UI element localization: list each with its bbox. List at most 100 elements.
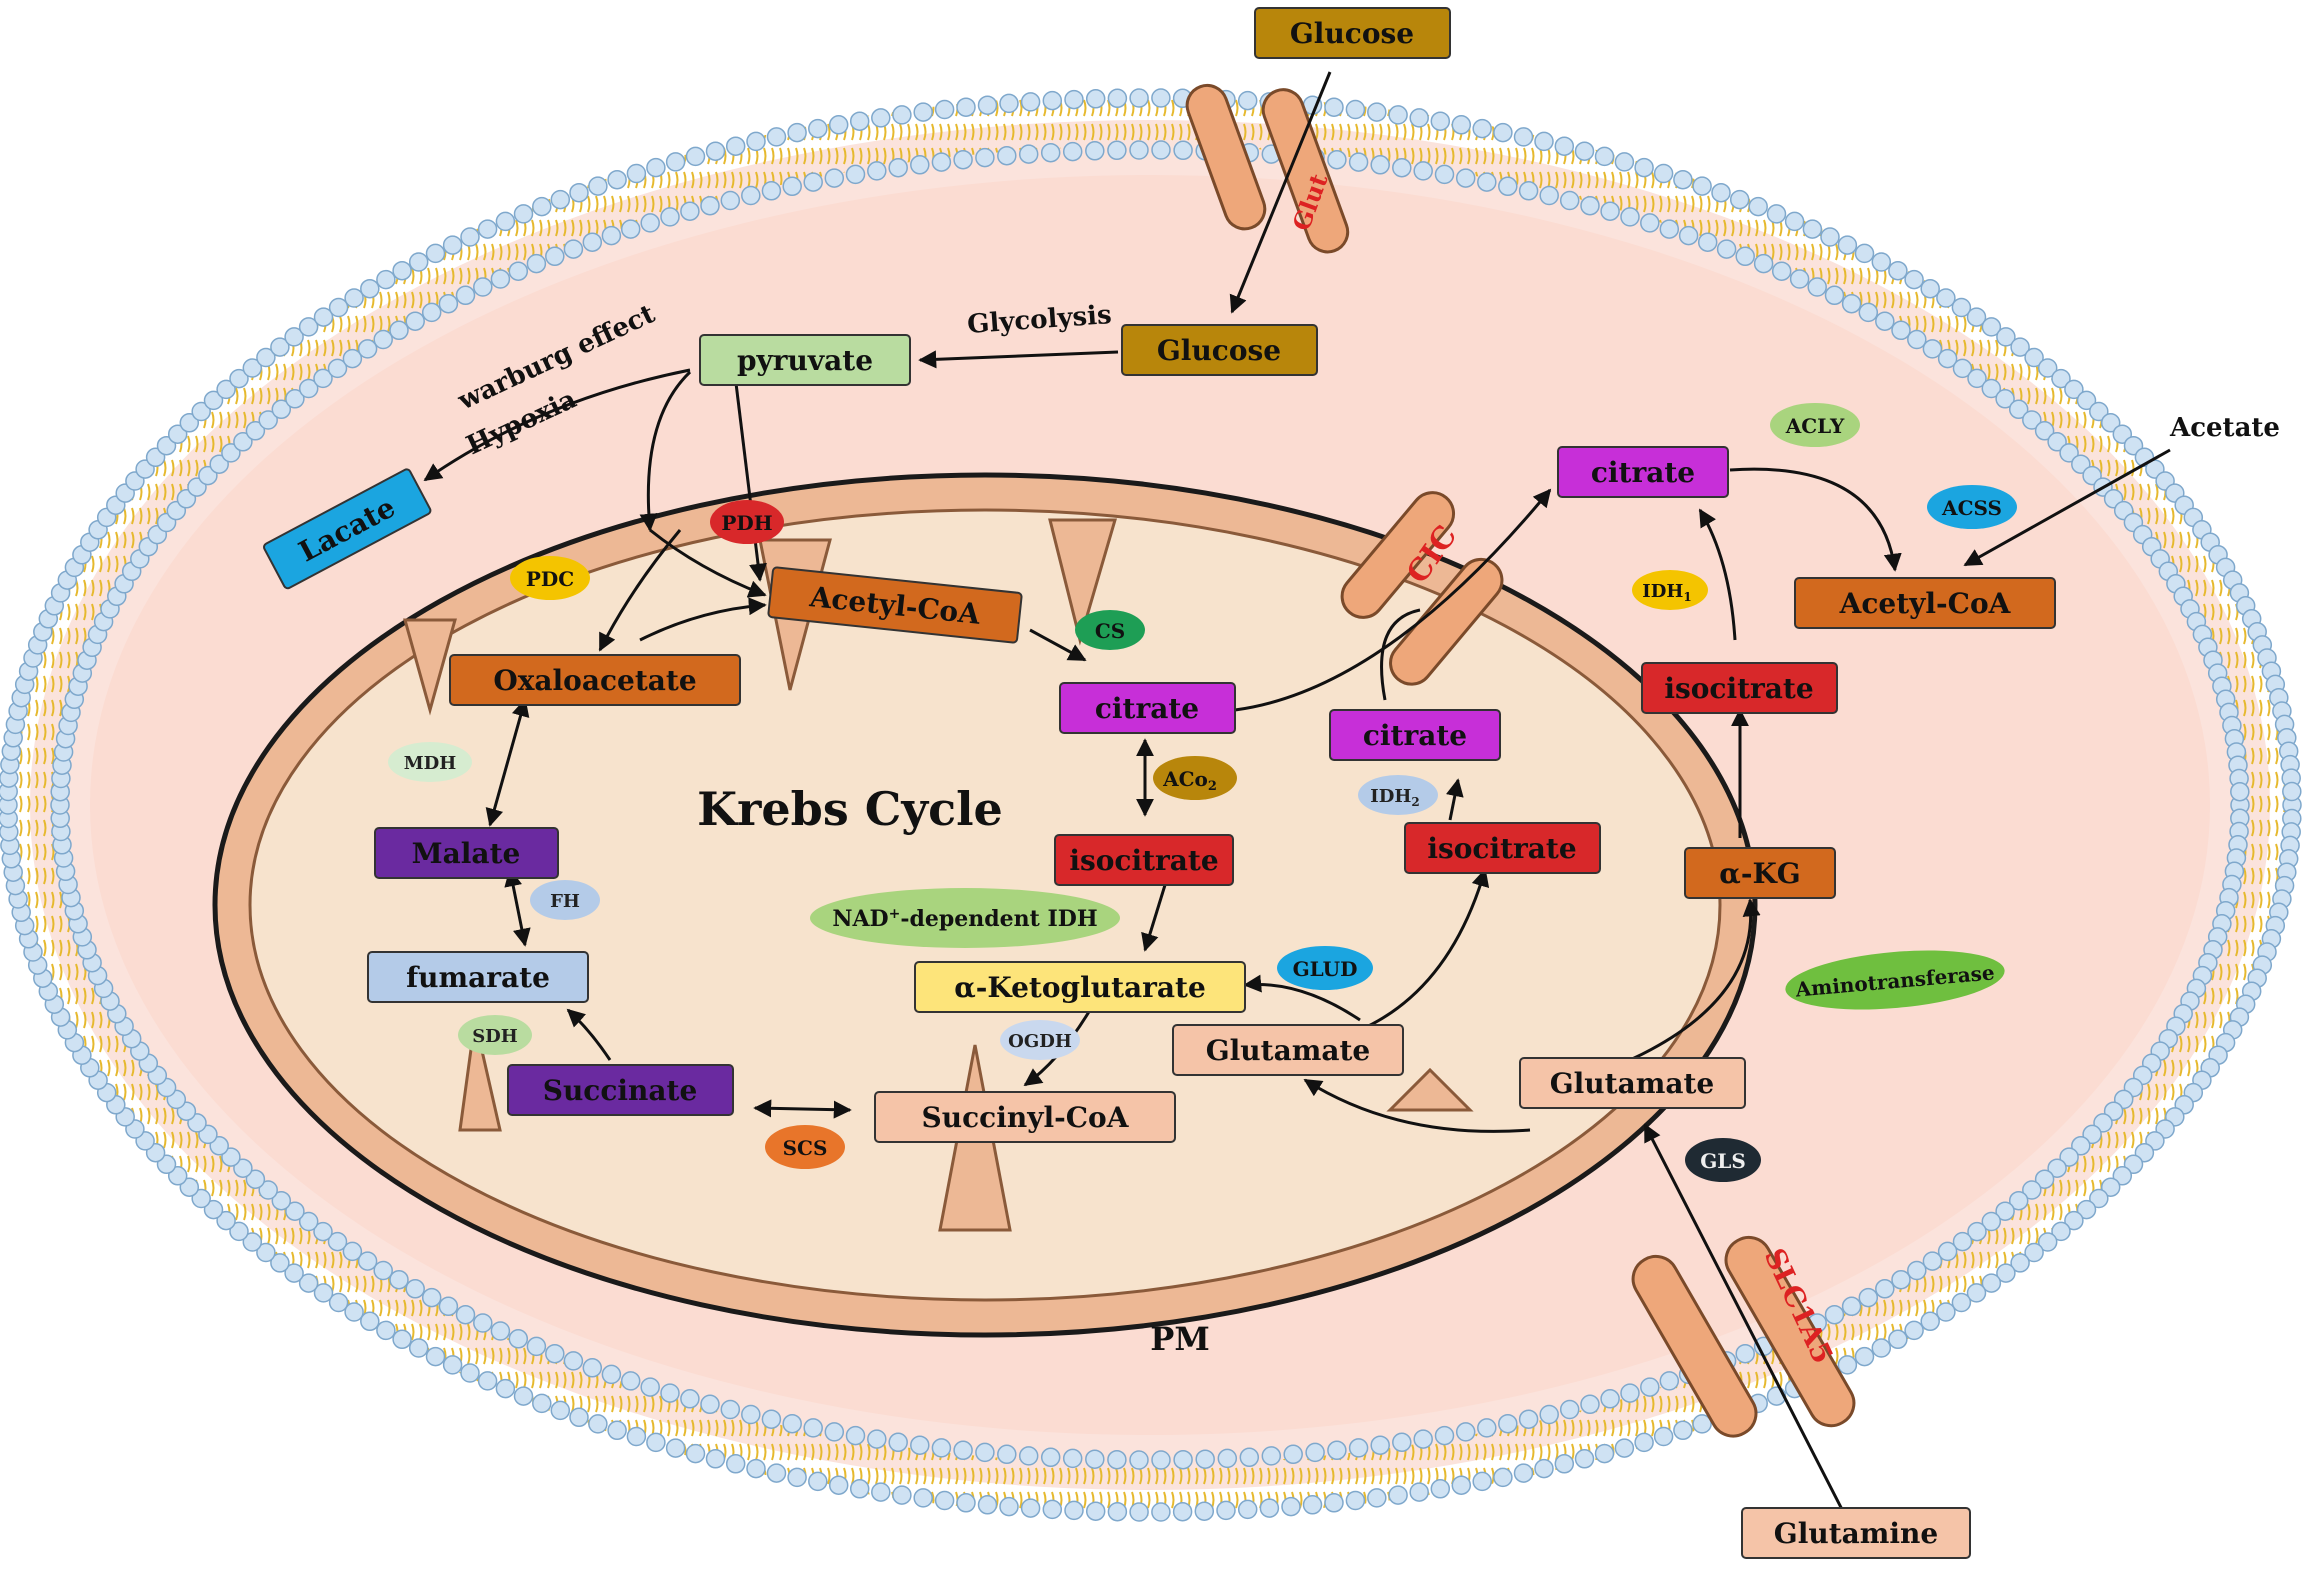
lipid-head bbox=[1477, 172, 1497, 192]
lipid-head bbox=[725, 136, 746, 156]
svg-text:fumarate: fumarate bbox=[406, 961, 550, 994]
lipid-head bbox=[787, 122, 807, 143]
lipid-head bbox=[1692, 176, 1712, 196]
lipid-head bbox=[1195, 1449, 1215, 1469]
svg-text:isocitrate: isocitrate bbox=[1427, 832, 1576, 865]
lipid-head bbox=[1173, 1449, 1193, 1470]
lipid-head bbox=[746, 131, 766, 152]
lipid-head bbox=[1151, 1450, 1171, 1470]
svg-text:Glutamate: Glutamate bbox=[1550, 1067, 1715, 1100]
lipid-head bbox=[327, 358, 348, 379]
lipid-head bbox=[1472, 1471, 1492, 1492]
lipid-head bbox=[1172, 1501, 1193, 1522]
lipid-head bbox=[421, 1287, 442, 1308]
lipid-head bbox=[2010, 337, 2030, 357]
lipid-head bbox=[1854, 1346, 1875, 1367]
lipid-head bbox=[1952, 1231, 1973, 1252]
svg-text:pyruvate: pyruvate bbox=[737, 344, 873, 377]
lipid-head bbox=[2089, 1188, 2109, 1209]
lipid-head bbox=[438, 1296, 459, 1317]
lipid-head bbox=[646, 157, 666, 178]
lipid-head bbox=[977, 1495, 998, 1515]
lipid-head bbox=[2059, 1147, 2079, 1167]
lipid-head bbox=[313, 368, 333, 389]
lipid-head bbox=[1837, 1355, 1858, 1375]
lipid-head bbox=[1388, 105, 1408, 125]
node-glucose-in: Glucose bbox=[1121, 324, 1318, 376]
lipid-head bbox=[725, 1454, 746, 1474]
lipid-head bbox=[442, 235, 463, 255]
lipid-head bbox=[828, 1475, 849, 1495]
lipid-head bbox=[1129, 88, 1149, 108]
lipid-head bbox=[1937, 348, 1958, 369]
lipid-head bbox=[1697, 232, 1718, 252]
lipid-head bbox=[892, 105, 912, 125]
lipid-head bbox=[408, 252, 429, 272]
node-succinyl-coa: Succinyl-CoA bbox=[874, 1091, 1176, 1143]
lipid-head bbox=[782, 1413, 802, 1434]
lipid-head bbox=[1673, 169, 1693, 190]
lipid-head bbox=[1614, 152, 1635, 172]
lipid-head bbox=[849, 111, 870, 131]
lipid-head bbox=[956, 97, 976, 117]
lipid-head bbox=[700, 195, 720, 216]
lipid-head bbox=[1020, 1498, 1041, 1518]
lipid-head bbox=[1907, 329, 1927, 350]
lipid-head bbox=[1967, 1221, 1987, 1242]
lipid-head bbox=[545, 1343, 565, 1364]
lipid-head bbox=[1858, 1287, 1879, 1308]
lipid-head bbox=[389, 1269, 409, 1290]
lipid-head bbox=[2037, 358, 2058, 378]
lipid-head bbox=[1824, 1304, 1845, 1325]
lipid-head bbox=[997, 145, 1017, 166]
lipid-head bbox=[2010, 1253, 2030, 1273]
lipid-head bbox=[1173, 140, 1193, 161]
lipid-head bbox=[1891, 320, 1911, 341]
lipid-head bbox=[313, 1221, 333, 1242]
enzyme-idh1: IDH1 bbox=[1632, 570, 1708, 610]
svg-text:NAD+-dependent IDH: NAD+-dependent IDH bbox=[832, 906, 1097, 932]
lipid-head bbox=[1600, 201, 1620, 221]
lipid-head bbox=[1539, 185, 1559, 206]
lipid-head bbox=[871, 108, 891, 128]
acetate-label: Acetate bbox=[2169, 413, 2280, 443]
svg-text:SDH: SDH bbox=[472, 1026, 518, 1047]
lipid-head bbox=[867, 161, 887, 181]
lipid-head bbox=[1888, 260, 1908, 281]
svg-text:Glucose: Glucose bbox=[1290, 17, 1414, 50]
lipid-head bbox=[563, 239, 584, 259]
lipid-head bbox=[1729, 189, 1750, 210]
lipid-head bbox=[1151, 88, 1171, 108]
lipid-head bbox=[1217, 1448, 1238, 1469]
lipid-head bbox=[438, 293, 459, 314]
lipid-head bbox=[845, 1425, 866, 1446]
svg-text:Malate: Malate bbox=[412, 837, 521, 870]
lipid-head bbox=[1888, 1329, 1908, 1350]
node-glucose-out: Glucose bbox=[1254, 7, 1451, 59]
lipid-head bbox=[1477, 1418, 1497, 1438]
lipid-head bbox=[1305, 1442, 1325, 1463]
lipid-head bbox=[1151, 140, 1171, 160]
lipid-head bbox=[931, 1438, 952, 1458]
lipid-head bbox=[1040, 1447, 1061, 1468]
svg-text:PDC: PDC bbox=[526, 567, 574, 591]
lipid-head bbox=[665, 1438, 686, 1458]
lipid-head bbox=[588, 1414, 608, 1434]
enzyme-acss: ACSS bbox=[1927, 485, 2017, 529]
lipid-head bbox=[1753, 253, 1774, 274]
lipid-head bbox=[373, 1260, 393, 1281]
lipid-head bbox=[803, 1418, 823, 1438]
lipid-head bbox=[477, 1371, 498, 1391]
lipid-head bbox=[1966, 307, 1987, 327]
lipid-head bbox=[1518, 181, 1539, 201]
lipid-head bbox=[665, 152, 686, 172]
node-akg-cyto: α-KG bbox=[1684, 847, 1836, 899]
lipid-head bbox=[1620, 207, 1640, 227]
lipid-head bbox=[1151, 1502, 1171, 1522]
lipid-head bbox=[1370, 1435, 1390, 1455]
lipid-head bbox=[931, 152, 952, 172]
lipid-head bbox=[1345, 99, 1366, 120]
lipid-head bbox=[1620, 1383, 1640, 1403]
lipid-head bbox=[376, 1320, 396, 1341]
enzyme-aminotransferase: Aminotransferase bbox=[1785, 950, 2005, 1010]
